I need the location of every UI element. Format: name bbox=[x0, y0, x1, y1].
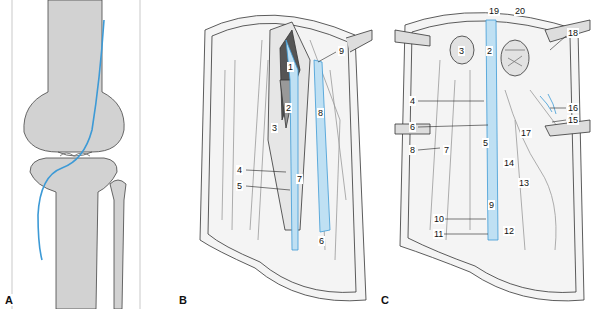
callout-number: 12 bbox=[503, 226, 515, 236]
callout-number: 2 bbox=[486, 46, 493, 56]
callout-number: 8 bbox=[317, 108, 324, 118]
panel-letter: C bbox=[380, 294, 390, 306]
panel-letter: A bbox=[4, 294, 14, 306]
callout-number: 18 bbox=[567, 28, 579, 38]
panel-letter: B bbox=[178, 294, 188, 306]
callout-number: 10 bbox=[433, 214, 445, 224]
callout-number: 6 bbox=[409, 122, 416, 132]
callout-number: 3 bbox=[271, 123, 278, 133]
callout-number: 19 bbox=[488, 6, 500, 16]
callout-number: 17 bbox=[520, 128, 532, 138]
callout-number: 20 bbox=[514, 6, 526, 16]
callout-number: 9 bbox=[488, 200, 495, 210]
callout-number: 4 bbox=[236, 165, 243, 175]
exposure-b bbox=[200, 15, 372, 301]
callout-number: 11 bbox=[433, 229, 444, 239]
callout-number: 6 bbox=[318, 236, 325, 246]
callout-number: 4 bbox=[409, 96, 416, 106]
callout-number: 5 bbox=[482, 138, 489, 148]
callout-number: 3 bbox=[458, 46, 465, 56]
exposure-c bbox=[395, 13, 590, 301]
callout-number: 8 bbox=[409, 145, 416, 155]
knee-bones bbox=[12, 0, 140, 309]
callout-number: 16 bbox=[567, 103, 579, 113]
callout-number: 14 bbox=[503, 158, 515, 168]
callout-number: 2 bbox=[285, 103, 292, 113]
callout-number: 15 bbox=[567, 115, 579, 125]
incision-line bbox=[38, 20, 104, 260]
callout-number: 1 bbox=[287, 62, 294, 72]
leader-lines bbox=[246, 36, 566, 234]
callout-number: 7 bbox=[296, 174, 303, 184]
callout-number: 9 bbox=[338, 46, 345, 56]
callout-number: 5 bbox=[236, 181, 243, 191]
callout-number: 13 bbox=[518, 178, 530, 188]
callout-number: 7 bbox=[443, 145, 450, 155]
